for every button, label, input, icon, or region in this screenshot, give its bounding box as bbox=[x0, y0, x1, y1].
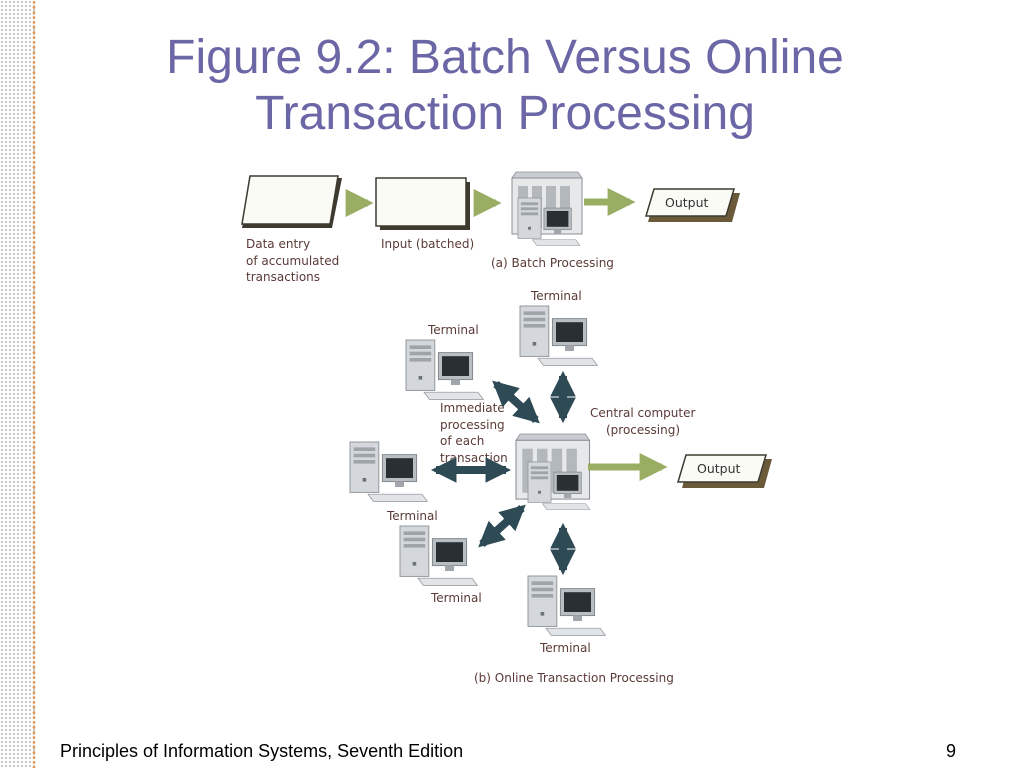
central-computer-label-2: (processing) bbox=[606, 423, 680, 437]
immediate-label-1: Immediate bbox=[440, 401, 505, 415]
terminal-label-bottom: Terminal bbox=[539, 641, 591, 655]
arrow-lower-left-terminal bbox=[478, 504, 526, 548]
immediate-label-3: of each bbox=[440, 434, 484, 448]
online-processing-section: Terminal Terminal Immediate processing o… bbox=[349, 289, 772, 685]
terminal-label-upper-left: Terminal bbox=[427, 323, 479, 337]
input-batched-label: Input (batched) bbox=[381, 237, 474, 251]
slide-title: Figure 9.2: Batch Versus Online Transact… bbox=[110, 30, 900, 142]
terminal-label-top: Terminal bbox=[530, 289, 582, 303]
data-entry-label-2: of accumulated bbox=[246, 254, 339, 268]
data-entry-label-3: transactions bbox=[246, 270, 320, 284]
arrow-upper-left-terminal bbox=[492, 380, 540, 424]
terminal-bottom-icon bbox=[527, 575, 606, 636]
terminal-left-icon bbox=[349, 441, 428, 502]
online-output-shape bbox=[676, 454, 768, 483]
batch-processing-section: Output Data entry of accumulated transac… bbox=[241, 171, 740, 284]
central-computer-label-1: Central computer bbox=[590, 406, 695, 420]
immediate-label-4: transaction bbox=[440, 451, 508, 465]
online-output-label: Output bbox=[697, 461, 741, 476]
input-batched-box bbox=[375, 177, 467, 227]
page-number: 9 bbox=[946, 741, 957, 761]
terminal-label-left: Terminal bbox=[386, 509, 438, 523]
terminal-upper-left-icon bbox=[405, 339, 484, 400]
title-line-2: Transaction Processing bbox=[255, 87, 755, 140]
terminal-top-icon bbox=[519, 305, 598, 366]
batch-output-shape bbox=[644, 188, 736, 217]
decorative-side-strip bbox=[0, 0, 36, 768]
terminal-label-lower-left: Terminal bbox=[430, 591, 482, 605]
batch-output-label: Output bbox=[665, 195, 709, 210]
footer-book-title: Principles of Information Systems, Seven… bbox=[60, 741, 464, 761]
central-computer-icon bbox=[515, 433, 591, 510]
batch-caption: (a) Batch Processing bbox=[491, 256, 614, 270]
online-caption: (b) Online Transaction Processing bbox=[474, 671, 674, 685]
batch-computer-icon bbox=[511, 171, 583, 246]
immediate-label-2: processing bbox=[440, 418, 505, 432]
terminal-lower-left-icon bbox=[399, 525, 478, 586]
data-entry-label-1: Data entry bbox=[246, 237, 310, 251]
title-line-1: Figure 9.2: Batch Versus Online bbox=[166, 31, 844, 84]
